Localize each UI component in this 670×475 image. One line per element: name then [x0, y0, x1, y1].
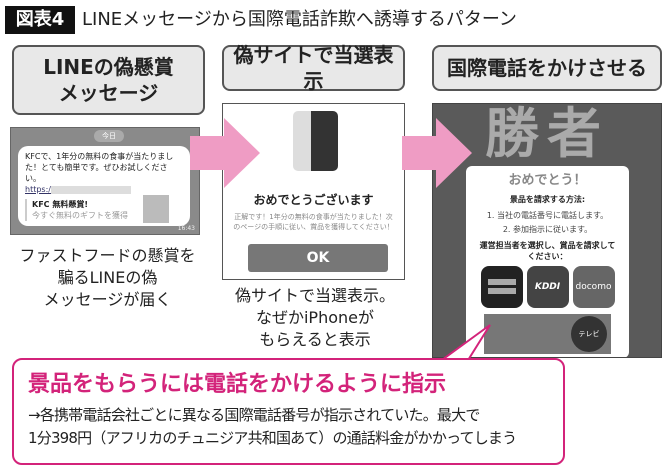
kfc-logo-image: [143, 195, 169, 223]
tv-banner-image: テレビ: [484, 314, 611, 354]
select-carrier-text: 運営担当者を選択し、賞品を請求してください：: [479, 241, 616, 261]
callout-title: 景品をもらうには電話をかけるように指示: [28, 372, 447, 397]
callout-box: 景品をもらうには電話をかけるように指示 →各携帯電話会社ごとに異なる国際電話番号…: [12, 358, 565, 465]
step2-header: 偽サイトで当選表示: [222, 43, 405, 93]
figure-label: 図表4: [5, 6, 75, 34]
card-heading: おめでとう！: [508, 173, 587, 188]
method-step2: 2. 参加指示に従います。: [502, 225, 593, 234]
iphone-image: [293, 111, 338, 171]
message-text: KFCで、1年分の無料の食事が当たりました！とても簡単です。ぜひお試しください。: [25, 152, 174, 183]
figure-title: LINEメッセージから国際電話詐欺へ誘導するパターン: [82, 9, 517, 30]
prize-card: おめでとう！ 景品を請求する方法: 1. 当社の電話番号に電話します。 2. 参…: [466, 166, 629, 357]
tv-badge: テレビ: [571, 316, 607, 352]
line-message-screenshot: 今日 KFCで、1年分の無料の食事が当たりました！とても簡単です。ぜひお試しくだ…: [10, 127, 200, 235]
international-call-screenshot: 勝者 おめでとう！ 景品を請求する方法: 1. 当社の電話番号に電話します。 2…: [432, 103, 662, 358]
arrow-right-icon: [190, 118, 260, 188]
message-bubble: KFCで、1年分の無料の食事が当たりました！とても簡単です。ぜひお試しください。…: [18, 146, 190, 226]
card-sub: 今すぐ無料のギフトを獲得: [32, 211, 128, 220]
site-body: 正解です！1年分の無料の食事が当たりました！次のページの手順に従い、賞品を獲得し…: [233, 213, 394, 231]
method-title: 景品を請求する方法:: [509, 195, 586, 204]
callout-body: →各携帯電話会社ごとに異なる国際電話番号が指示されていた。最大で 1分398円（…: [28, 406, 517, 447]
fake-site-screenshot: おめでとうございます 正解です！1年分の無料の食事が当たりました！次のページの手…: [222, 103, 405, 280]
site-heading: おめでとうございます: [253, 193, 374, 207]
step2-caption: 偽サイトで当選表示。 なぜかiPhoneが もらえると表示: [234, 286, 395, 349]
step3-header: 国際電話をかけさせる: [432, 45, 662, 91]
step1-header: LINEの偽懸賞 メッセージ: [12, 45, 205, 115]
kddi-button[interactable]: KDDI: [526, 266, 569, 308]
arrow-right-icon: [402, 118, 472, 188]
winner-bg-text: 勝者: [485, 103, 609, 165]
message-time: 16:43: [177, 225, 195, 232]
date-chip: 今日: [94, 130, 124, 142]
docomo-button[interactable]: docomo: [572, 266, 615, 308]
message-link[interactable]: https:/: [25, 185, 51, 194]
step1-caption: ファストフードの懸賞を 騙るLINEの偽 メッセージが届く: [19, 246, 196, 309]
ok-button[interactable]: OK: [248, 244, 388, 272]
method-step1: 1. 当社の電話番号に電話します。: [486, 211, 609, 220]
softbank-button[interactable]: [480, 266, 523, 308]
card-title: KFC 無料懸賞!: [32, 200, 88, 209]
